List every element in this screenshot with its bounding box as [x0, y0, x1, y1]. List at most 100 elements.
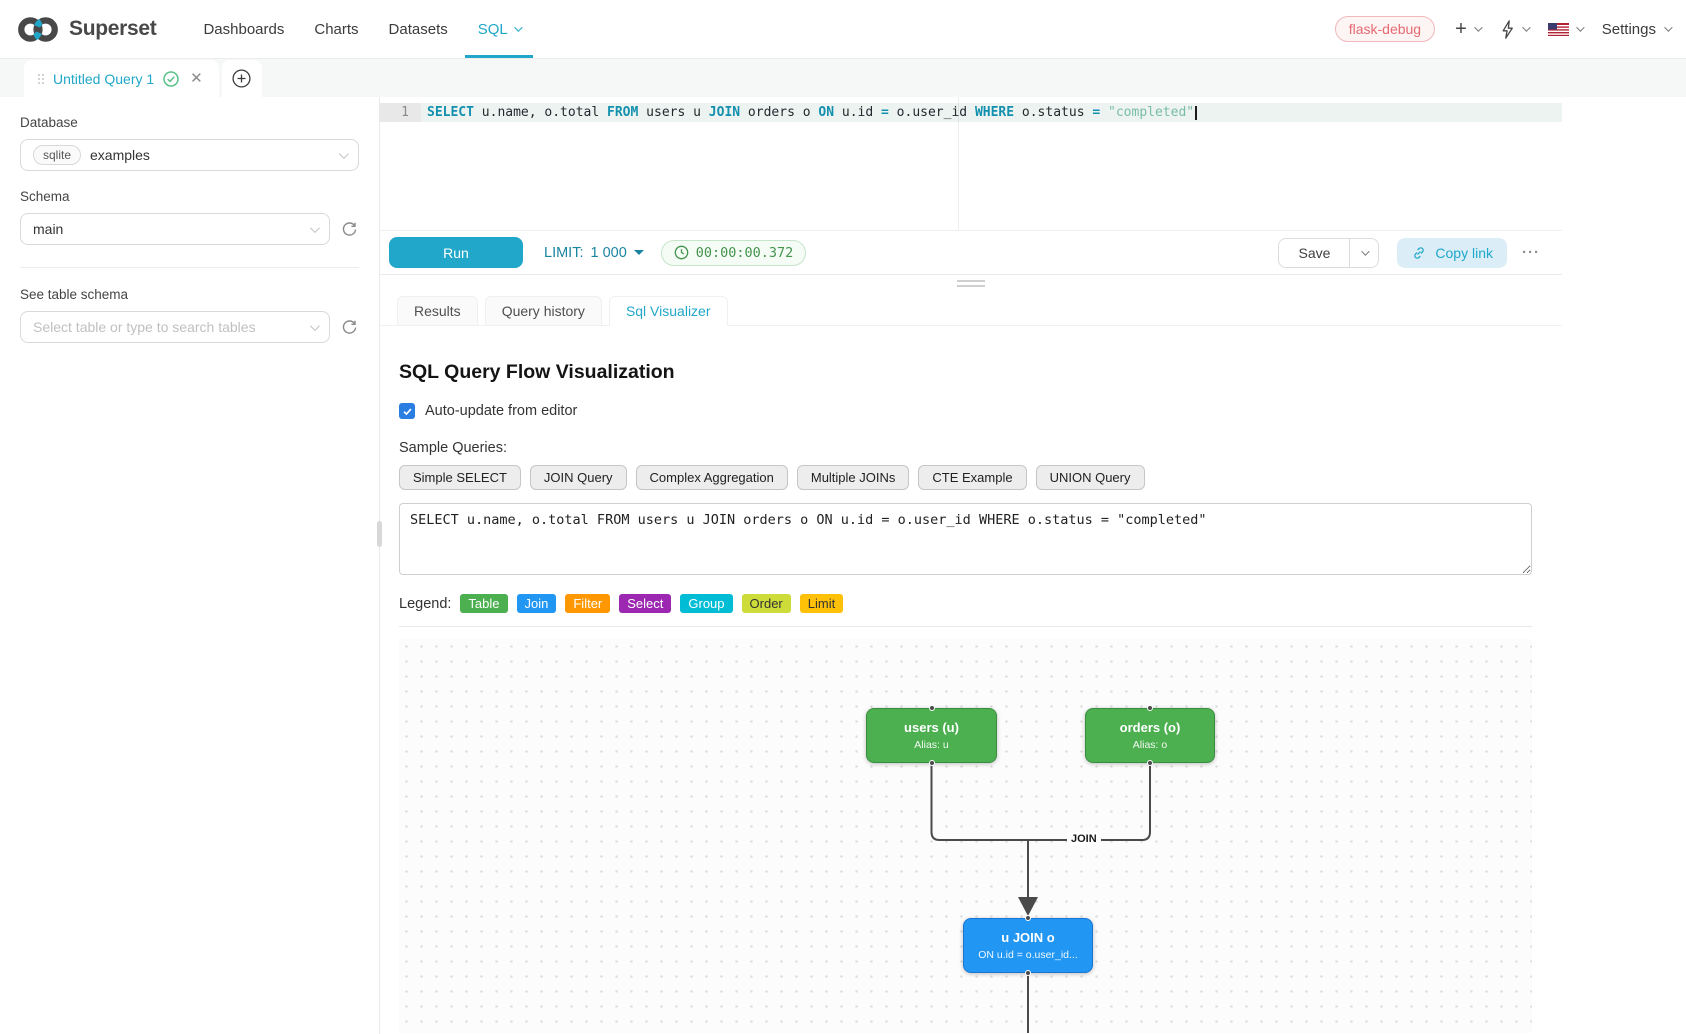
- sql-token: u.name, o.total: [473, 105, 608, 120]
- result-tab-sql-visualizer[interactable]: Sql Visualizer: [608, 296, 728, 326]
- legend-badge-select: Select: [619, 594, 672, 613]
- sidebar-resize-handle[interactable]: [377, 521, 382, 547]
- sql-token: o.status: [1014, 105, 1093, 120]
- nav-item-charts[interactable]: Charts: [299, 0, 373, 58]
- us-flag-icon: [1547, 22, 1569, 36]
- refresh-schema-button[interactable]: [341, 220, 359, 238]
- query-tab-untitled-query-1[interactable]: Untitled Query 1 ✕: [24, 60, 219, 97]
- editor-line-1[interactable]: 1 SELECT u.name, o.total FROM users u JO…: [380, 103, 1562, 122]
- chevron-down-icon: [1575, 23, 1585, 32]
- close-tab-icon[interactable]: ✕: [190, 70, 203, 87]
- flow-node-join[interactable]: u JOIN o ON u.id = o.user_id...: [963, 915, 1093, 976]
- limit-value: 1 000: [590, 244, 627, 261]
- sample-query-button-union-query[interactable]: UNION Query: [1035, 465, 1145, 490]
- query-tab-label: Untitled Query 1: [53, 70, 155, 87]
- sample-query-button-complex-aggregation[interactable]: Complex Aggregation: [635, 465, 788, 490]
- legend-badge-order: Order: [741, 594, 791, 613]
- splitter-drag-handle[interactable]: [957, 280, 985, 290]
- sqllab-sidebar: Database sqlite examples Schema main: [0, 97, 382, 1034]
- sql-token: orders o: [740, 105, 819, 120]
- nav-item-sql[interactable]: SQL: [463, 0, 535, 58]
- more-actions-button[interactable]: ···: [1522, 244, 1540, 261]
- schema-select[interactable]: main: [20, 213, 330, 245]
- superset-logo[interactable]: Superset: [16, 15, 157, 44]
- sql-token: JOIN: [708, 105, 741, 120]
- sidebar-divider: [20, 267, 359, 268]
- settings-label: Settings: [1601, 20, 1656, 38]
- sql-token: users u: [638, 105, 709, 120]
- drag-handle-icon[interactable]: [38, 73, 44, 84]
- flow-node-orders[interactable]: orders (o)Alias: o: [1085, 705, 1215, 766]
- chevron-down-icon: [1473, 23, 1483, 32]
- node-handle-bottom[interactable]: [1025, 970, 1031, 976]
- nav-item-dashboards[interactable]: Dashboards: [188, 0, 299, 58]
- main-area: Database sqlite examples Schema main: [0, 97, 1686, 1034]
- query-flow-canvas[interactable]: JOIN users (u)Alias: u orders (o)Alias: o…: [399, 639, 1532, 1033]
- check-circle-icon: [163, 70, 179, 87]
- query-search-button[interactable]: [1500, 19, 1531, 39]
- nav-item-label: Datasets: [388, 20, 448, 38]
- result-tab-query-history[interactable]: Query history: [484, 296, 602, 326]
- sql-token: ON: [818, 105, 835, 120]
- node-handle-top[interactable]: [1025, 915, 1031, 921]
- new-item-button[interactable]: +: [1455, 18, 1483, 40]
- chevron-down-icon: [338, 148, 349, 159]
- navbar-right: flask-debug + Set: [1334, 16, 1673, 42]
- sql-code-line[interactable]: SELECT u.name, o.total FROM users u JOIN…: [421, 103, 1562, 122]
- sample-query-buttons: Simple SELECT JOIN Query Complex Aggregati…: [399, 465, 1532, 490]
- table-select[interactable]: Select table or type to search tables: [20, 311, 330, 343]
- sql-editor[interactable]: 1 SELECT u.name, o.total FROM users u JO…: [380, 97, 1562, 230]
- legend-badge-table: Table: [460, 594, 508, 613]
- chevron-down-icon: [309, 222, 320, 233]
- language-selector[interactable]: [1547, 22, 1585, 36]
- sample-query-button-cte-example[interactable]: CTE Example: [918, 465, 1027, 490]
- new-query-tab-button[interactable]: [221, 60, 262, 97]
- pane-splitter: [380, 274, 1562, 291]
- flow-sql-input[interactable]: SELECT u.name, o.total FROM users u JOIN…: [399, 503, 1532, 575]
- brand-name: Superset: [69, 17, 157, 40]
- table-select-placeholder: Select table or type to search tables: [33, 319, 256, 335]
- flow-node-subtitle: ON u.id = o.user_id...: [978, 949, 1078, 961]
- save-button[interactable]: Save: [1298, 244, 1331, 261]
- checkbox-checked-icon[interactable]: [399, 403, 415, 419]
- node-handle-bottom[interactable]: [928, 760, 935, 766]
- flow-node-title: u JOIN o: [1001, 930, 1055, 945]
- sample-query-button-simple-select[interactable]: Simple SELECT: [399, 465, 521, 490]
- database-select[interactable]: sqlite examples: [20, 139, 359, 171]
- timer-value: 00:00:00.372: [695, 244, 794, 261]
- sample-query-button-multiple-joins[interactable]: Multiple JOINs: [796, 465, 910, 490]
- flow-node-users[interactable]: users (u)Alias: u: [866, 705, 997, 766]
- node-handle-top[interactable]: [1147, 705, 1153, 711]
- node-handle-top[interactable]: [928, 705, 935, 711]
- nav-item-label: Charts: [314, 20, 359, 38]
- copy-link-button[interactable]: Copy link: [1397, 237, 1507, 268]
- result-tab-results[interactable]: Results: [397, 296, 478, 326]
- sample-queries-label: Sample Queries:: [399, 440, 507, 456]
- plus-icon: +: [1455, 18, 1467, 40]
- chevron-down-icon: [513, 23, 523, 32]
- run-button[interactable]: Run: [389, 237, 523, 268]
- sql-token: [1100, 105, 1108, 120]
- save-options-button[interactable]: [1349, 238, 1378, 267]
- node-handle-bottom[interactable]: [1147, 760, 1153, 766]
- nav-item-datasets[interactable]: Datasets: [374, 0, 463, 58]
- refresh-icon: [342, 221, 357, 236]
- auto-update-checkbox-row[interactable]: Auto-update from editor: [399, 403, 1532, 419]
- flow-node-subtitle: Alias: u: [914, 739, 949, 751]
- refresh-icon: [342, 319, 357, 334]
- schema-label: Schema: [20, 189, 70, 204]
- auto-update-label: Auto-update from editor: [425, 403, 578, 419]
- panel-divider: [399, 626, 1532, 627]
- limit-dropdown[interactable]: LIMIT: 1 000: [544, 245, 644, 261]
- navbar: Superset Dashboards Charts Datasets SQL fla…: [0, 0, 1686, 59]
- settings-menu[interactable]: Settings: [1601, 20, 1673, 38]
- sql-token: WHERE: [974, 105, 1015, 120]
- flow-node-subtitle: Alias: o: [1132, 739, 1168, 751]
- legend-badge-group: Group: [680, 594, 733, 613]
- sample-query-button-join-query[interactable]: JOIN Query: [529, 465, 627, 490]
- refresh-tables-button[interactable]: [341, 318, 359, 336]
- save-split-button: Save: [1278, 237, 1380, 268]
- join-edge-label: JOIN: [1067, 832, 1101, 846]
- sql-token: =: [881, 105, 889, 120]
